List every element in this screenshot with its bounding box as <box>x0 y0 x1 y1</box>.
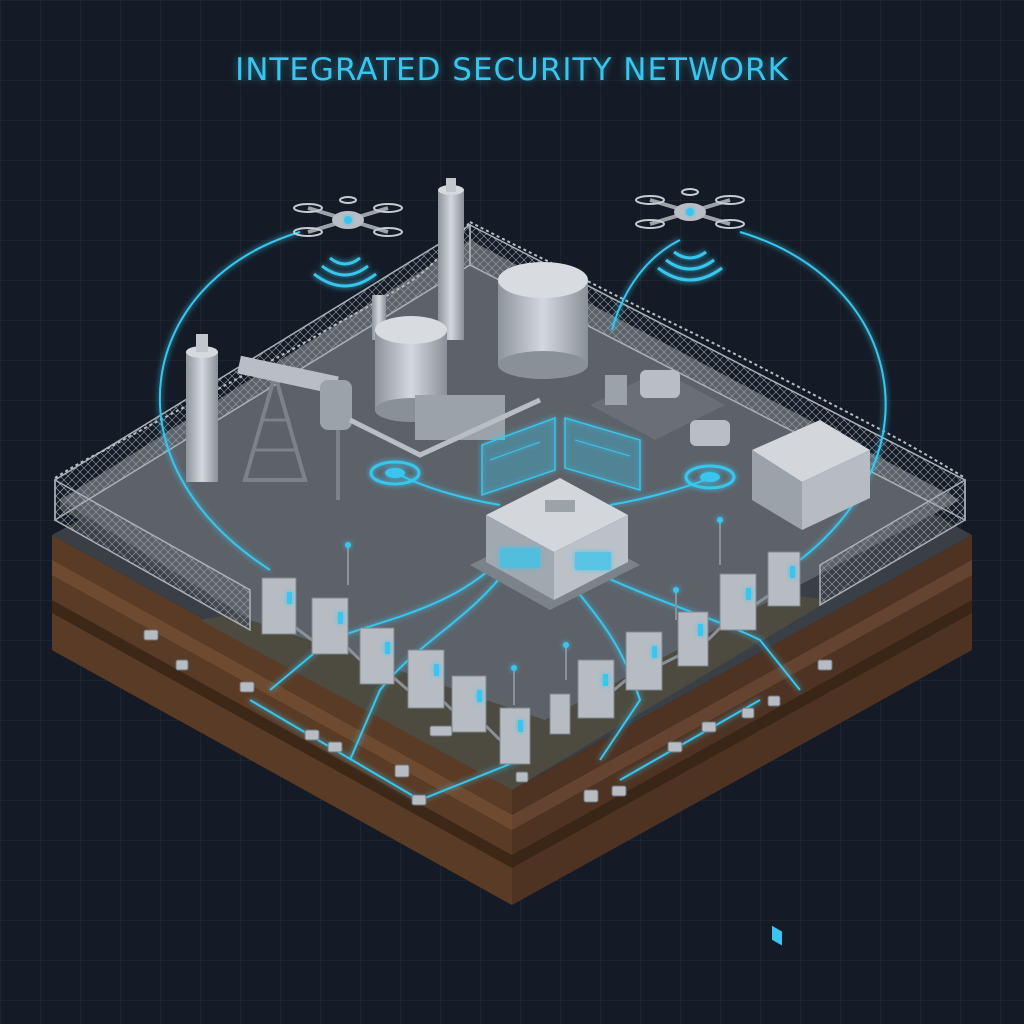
control-center <box>470 478 640 610</box>
camera-icon <box>143 629 833 806</box>
storage-tanks <box>348 262 588 458</box>
drone-icon <box>293 196 403 237</box>
network-hub-nodes <box>369 460 736 490</box>
gate-icon <box>261 551 801 765</box>
diagram-title: INTEGRATED SECURITY NETWORK <box>235 52 789 88</box>
signal-icon <box>313 250 723 288</box>
lamp-posts <box>345 517 723 705</box>
security-office <box>752 420 870 946</box>
soil-block <box>52 535 972 905</box>
equipment-pad <box>590 370 730 446</box>
distillation-columns <box>186 178 464 482</box>
monitor-icon <box>481 416 641 497</box>
pumpjack <box>237 355 352 500</box>
drone-icon <box>635 188 745 229</box>
